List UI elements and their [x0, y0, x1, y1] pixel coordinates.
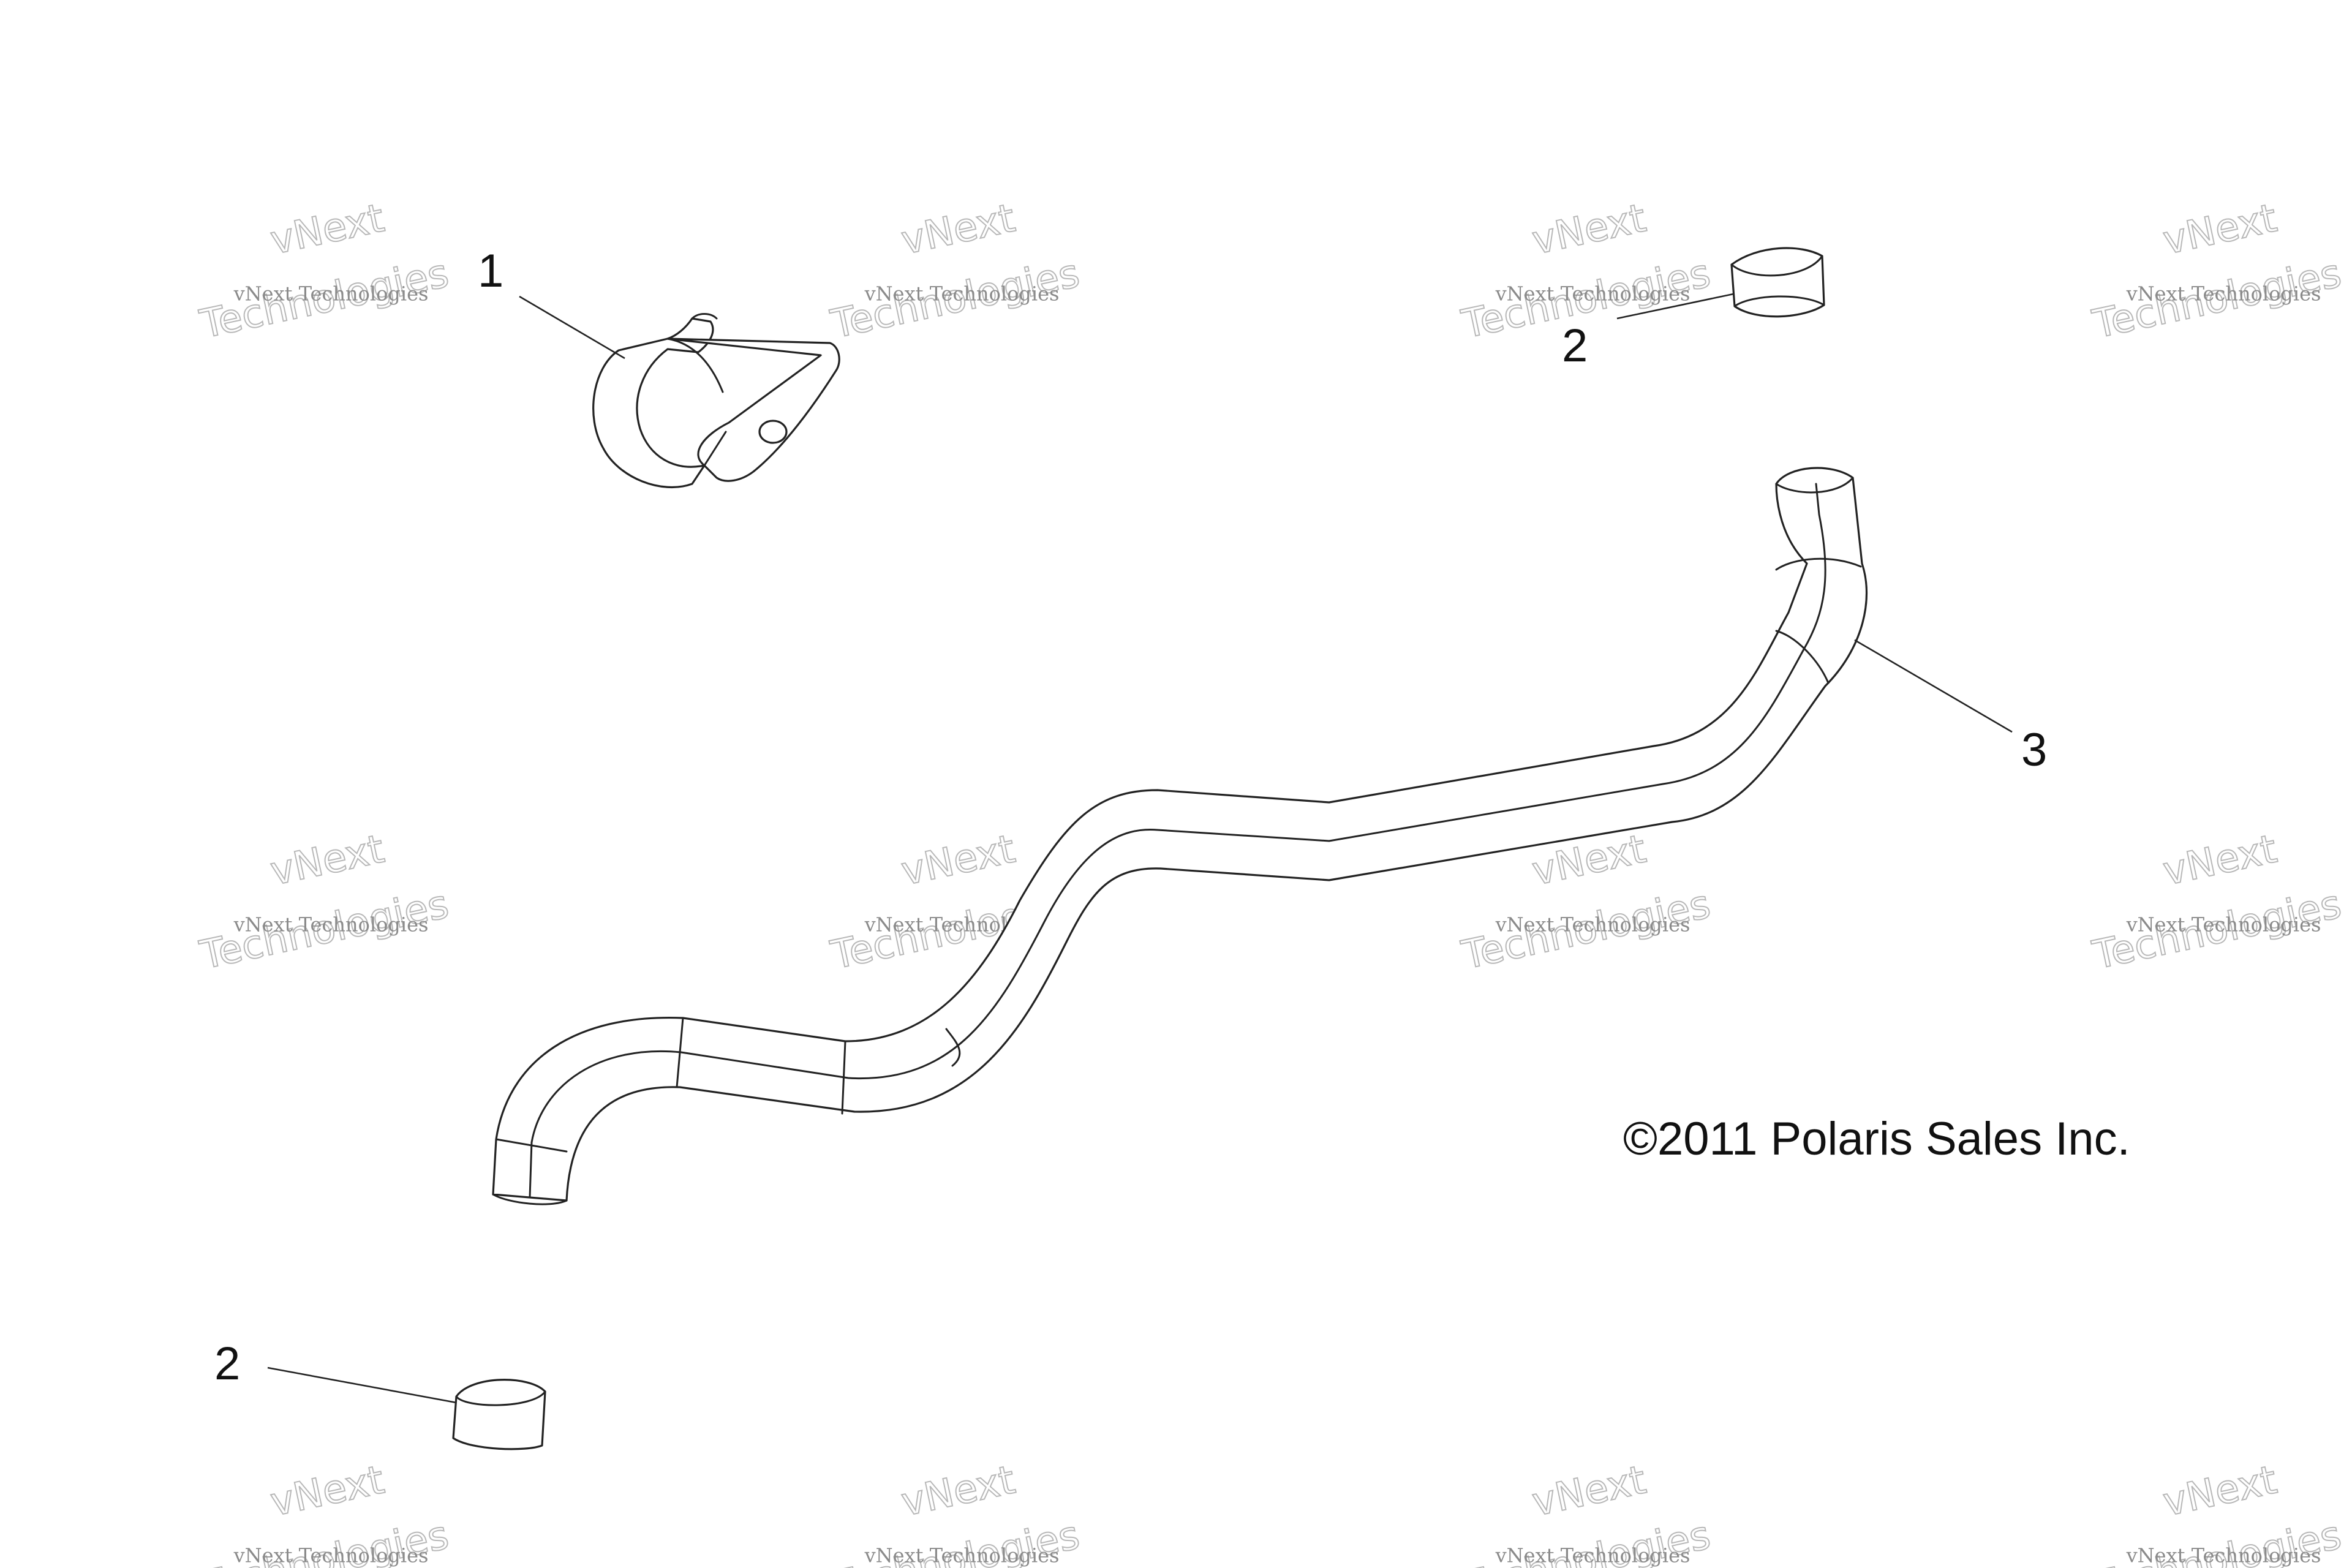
watermark-brand: vNext [1528, 195, 1649, 263]
watermark-brand: vNext [897, 826, 1019, 894]
sleeve-bottom-part[interactable] [452, 1379, 546, 1450]
watermark-label: vNext Technologies [2126, 1544, 2321, 1567]
watermark-brand: vNext [897, 195, 1019, 263]
watermark-label: vNext Technologies [1495, 282, 1691, 305]
watermark-brand: vNext [2159, 195, 2280, 263]
sleeve-top-part[interactable] [1730, 247, 1825, 318]
watermark-brand: vNext [897, 1457, 1019, 1525]
formed-hose-part[interactable] [492, 467, 1868, 1205]
watermark-label: vNext Technologies [864, 282, 1060, 305]
callout-3[interactable]: 3 [2021, 724, 2047, 776]
watermark-brand: vNext [266, 195, 388, 263]
watermark-label: vNext Technologies [233, 282, 429, 305]
watermark-brand: vNext [1528, 1457, 1649, 1525]
watermark-label: vNext Technologies [233, 1544, 429, 1567]
watermark-label: vNext Technologies [233, 913, 429, 936]
watermark-label: vNext Technologies [2126, 913, 2321, 936]
copyright-notice: ©2011 Polaris Sales Inc. [1623, 1113, 2130, 1165]
watermark-label: vNext Technologies [1495, 1544, 1691, 1567]
leader-sleeve-top [1616, 293, 1734, 320]
callout-1[interactable]: 1 [478, 245, 503, 297]
leader-lines [267, 293, 2013, 1404]
leader-clamp [519, 295, 625, 360]
watermark-brand: vNext [266, 1457, 388, 1525]
watermark-label: vNext Technologies [2126, 282, 2321, 305]
watermark-brand: vNext [2159, 1457, 2280, 1525]
callout-2-top[interactable]: 2 [1562, 320, 1588, 372]
leader-sleeve-bottom [267, 1366, 457, 1404]
watermark-label: vNext Technologies [1495, 913, 1691, 936]
leader-hose [1854, 639, 2013, 733]
watermark-brand: vNext [2159, 826, 2280, 894]
watermark-label: vNext Technologies [864, 1544, 1060, 1567]
hose-clamp-part[interactable] [592, 313, 840, 489]
callout-2-bottom[interactable]: 2 [214, 1338, 240, 1390]
watermark-brand: vNext [266, 826, 388, 894]
